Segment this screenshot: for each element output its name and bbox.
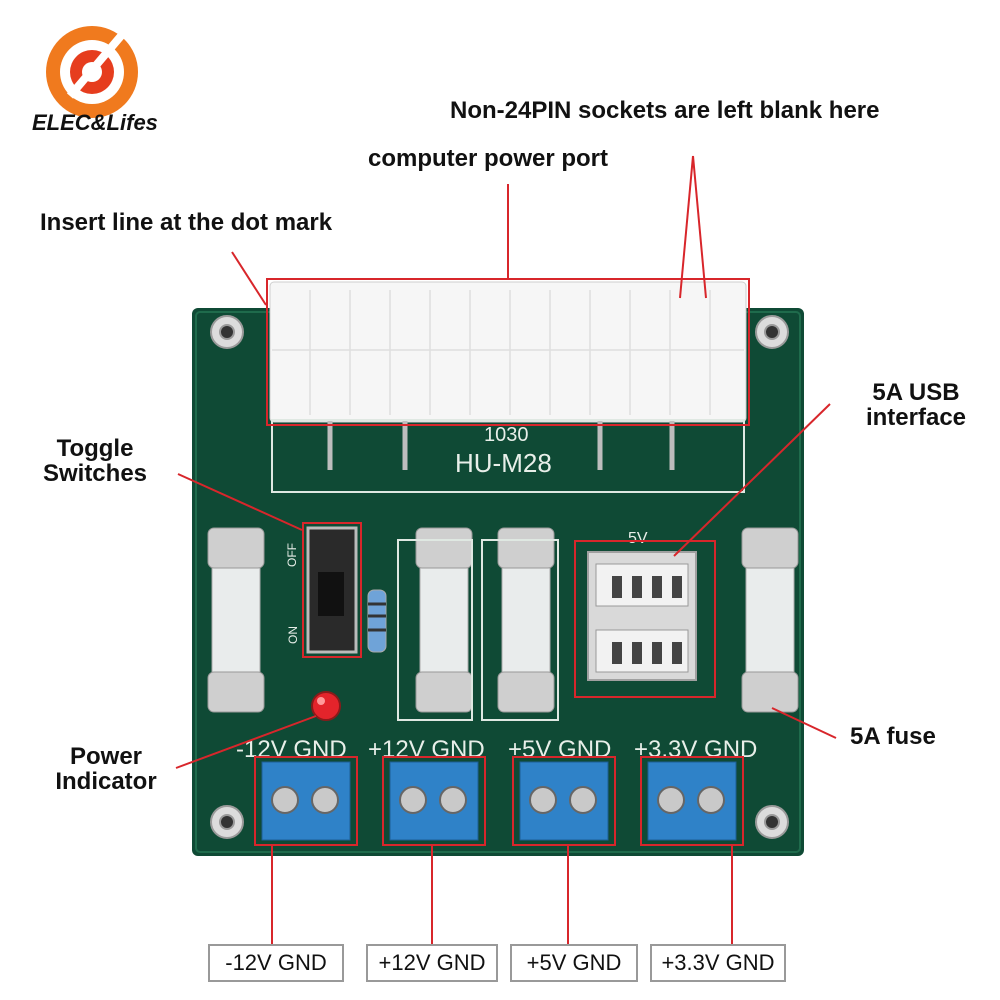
atx-connector	[269, 281, 747, 423]
terminal-blocks	[261, 761, 737, 841]
usb-interface-line-2: interface	[865, 404, 967, 432]
output-label-plus5v: +5V GND	[510, 944, 638, 982]
terminal-highlight	[382, 756, 486, 846]
pcb-board	[192, 308, 804, 856]
power-indicator-label: Power Indicator	[44, 743, 168, 796]
logo-text: ELEC&Lifes	[32, 110, 158, 135]
usb-interface-label: 5A USB interface	[856, 379, 976, 432]
switch-off-label: OFF	[285, 543, 299, 567]
usb-5v-label: 5V	[628, 530, 648, 547]
silk-model-name: HU-M28	[455, 448, 552, 478]
led	[311, 691, 341, 721]
toggle-switch-highlight	[302, 522, 362, 658]
terminal-highlight	[512, 756, 616, 846]
rail-label: +12V GND	[368, 736, 485, 763]
output-label-plus12v: +12V GND	[366, 944, 498, 982]
switch-on-label: ON	[286, 626, 300, 644]
usb-interface-line-1: 5A USB	[872, 379, 960, 406]
mounting-hole	[210, 315, 789, 839]
fuse-label: 5A fuse	[850, 723, 936, 750]
toggle-switches-label: Toggle Switches	[36, 435, 154, 488]
toggle-switches-line-1: Toggle	[56, 435, 134, 462]
power-indicator-line-2: Indicator	[55, 768, 157, 796]
rail-label: +3.3V GND	[634, 736, 758, 763]
rail-label: +5V GND	[508, 736, 612, 763]
fuse	[207, 527, 265, 713]
non24pin-label: Non-24PIN sockets are left blank here	[450, 97, 880, 124]
logo-mark	[46, 26, 138, 118]
terminal-highlight	[254, 756, 358, 846]
power-port-label: computer power port	[368, 145, 609, 172]
toggle-switches-line-2: Switches	[42, 460, 148, 488]
power-indicator-line-1: Power	[69, 743, 143, 770]
output-label-plus3v3: +3.3V GND	[650, 944, 786, 982]
power-port-highlight	[266, 278, 750, 426]
silk-model-number: 1030	[484, 424, 529, 446]
output-label-minus12v: -12V GND	[208, 944, 344, 982]
usb-highlight	[574, 540, 716, 698]
insert-line-label: Insert line at the dot mark	[40, 209, 333, 236]
terminal-highlight	[640, 756, 744, 846]
